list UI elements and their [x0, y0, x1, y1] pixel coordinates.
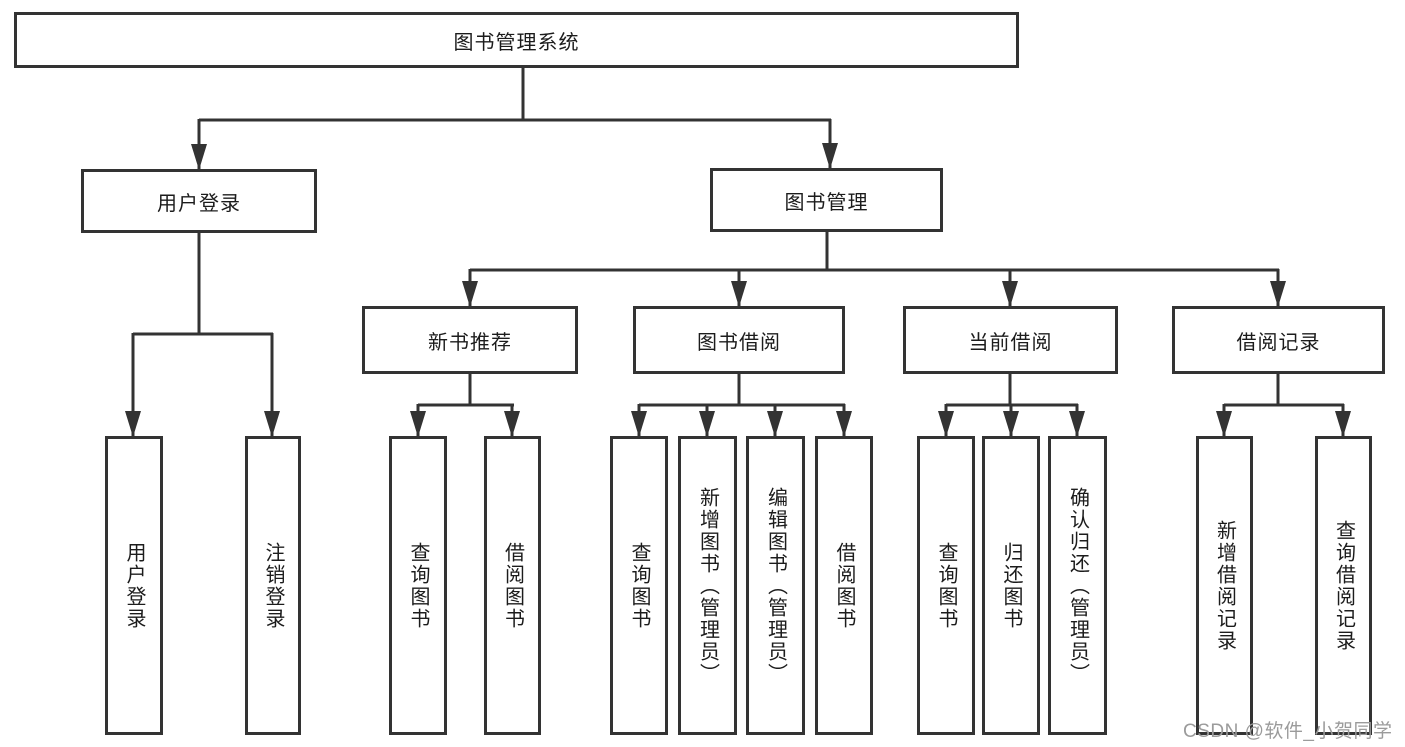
connector-newbook-children	[410, 374, 520, 437]
connector-user-login-children	[125, 233, 280, 437]
node-book-management: 图书管理	[710, 168, 943, 232]
leaf-borrow-books: 借阅图书	[815, 436, 873, 735]
node-label: 借阅图书	[833, 541, 855, 630]
node-label: 借阅记录	[1236, 331, 1321, 354]
node-label: 归还图书	[1000, 541, 1022, 630]
leaf-logout: 注销登录	[245, 436, 301, 735]
node-label: 借阅图书	[501, 541, 524, 630]
node-label: 查询借阅记录	[1332, 519, 1355, 652]
node-label: 新增借阅记录	[1213, 519, 1236, 652]
node-label: 注销登录	[262, 541, 284, 630]
node-new-book-recommendation: 新书推荐	[362, 306, 578, 374]
connector-records-children	[1216, 374, 1351, 437]
leaf-query-books-current: 查询图书	[917, 436, 975, 735]
node-label: 图书管理	[784, 191, 869, 214]
leaf-add-books-admin: 新增图书（管理员）	[678, 436, 737, 735]
node-current-borrowing: 当前借阅	[903, 306, 1118, 374]
node-label: 用户登录	[157, 192, 241, 215]
node-label: 用户登录	[123, 541, 145, 630]
node-label: 查询图书	[407, 541, 429, 630]
node-label: 图书管理系统	[453, 31, 580, 54]
leaf-add-borrow-record: 新增借阅记录	[1196, 436, 1253, 735]
node-root-library-system: 图书管理系统	[14, 12, 1019, 68]
node-label: 查询图书	[628, 541, 650, 630]
leaf-return-books: 归还图书	[982, 436, 1040, 735]
leaf-user-login: 用户登录	[105, 436, 163, 735]
node-label: 查询图书	[935, 541, 957, 630]
connector-root-to-level2	[191, 68, 838, 170]
leaf-query-books-borrowing: 查询图书	[610, 436, 668, 735]
leaf-confirm-return-admin: 确认归还（管理员）	[1048, 436, 1107, 735]
node-borrowing-records: 借阅记录	[1172, 306, 1385, 374]
node-label: 新增图书（管理员）	[696, 486, 719, 685]
leaf-query-borrow-record: 查询借阅记录	[1315, 436, 1372, 735]
node-user-login: 用户登录	[81, 169, 317, 233]
leaf-borrow-books-recommend: 借阅图书	[484, 436, 541, 735]
node-label: 图书借阅	[697, 331, 781, 354]
node-label: 新书推荐	[428, 331, 512, 354]
node-label: 当前借阅	[968, 331, 1053, 354]
csdn-watermark: CSDN @软件_小贺同学	[1183, 721, 1393, 742]
connector-borrow-children	[631, 374, 852, 437]
connector-book-mgmt-children	[462, 232, 1286, 307]
connector-current-children	[938, 374, 1085, 437]
node-book-borrowing: 图书借阅	[633, 306, 845, 374]
leaf-query-books-recommend: 查询图书	[389, 436, 447, 735]
node-label: 确认归还（管理员）	[1066, 486, 1089, 685]
node-label: 编辑图书（管理员）	[764, 486, 787, 685]
leaf-edit-books-admin: 编辑图书（管理员）	[746, 436, 805, 735]
